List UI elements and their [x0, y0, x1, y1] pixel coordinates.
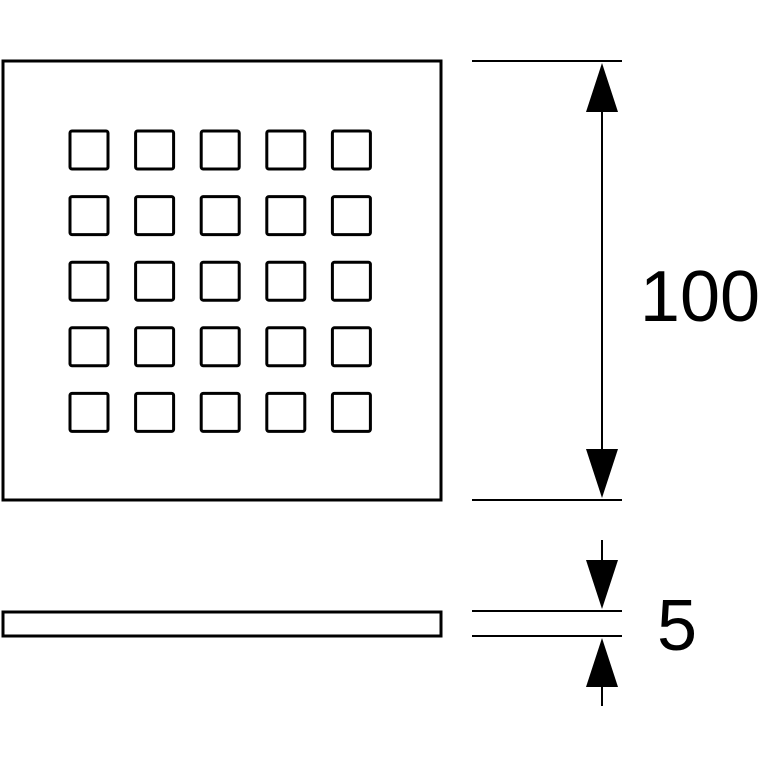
grate-slot [134, 195, 176, 237]
grate-slot [134, 260, 176, 302]
grate-slot [199, 195, 241, 237]
grate-slot [330, 129, 372, 171]
grate-slot [199, 260, 241, 302]
grate-slot [68, 195, 110, 237]
grate-plate-side-view [1, 610, 443, 638]
thickness-dimension-label: 5 [657, 586, 697, 666]
grate-slot [330, 391, 372, 433]
slot-grid [68, 129, 372, 433]
grate-slot [199, 391, 241, 433]
grate-slot [199, 129, 241, 171]
arrow-down-icon [586, 560, 618, 609]
height-dimension-label: 100 [640, 257, 760, 337]
grate-slot [265, 260, 307, 302]
grate-slot [68, 129, 110, 171]
grate-plate-top-view [1, 59, 443, 502]
arrow-up-icon [586, 638, 618, 687]
grate-slot [68, 260, 110, 302]
grate-slot [330, 260, 372, 302]
grate-slot [330, 326, 372, 368]
grate-slot [199, 326, 241, 368]
grate-slot [68, 326, 110, 368]
arrow-down-icon [586, 449, 618, 498]
grate-slot [265, 129, 307, 171]
grate-slot [68, 391, 110, 433]
grate-slot [330, 195, 372, 237]
height-dimension: 100 [472, 60, 760, 501]
grate-slot [134, 391, 176, 433]
grate-slot [265, 391, 307, 433]
grate-slot [134, 129, 176, 171]
grate-slot [265, 195, 307, 237]
arrow-up-icon [586, 63, 618, 112]
grate-slot [134, 326, 176, 368]
grate-slot [265, 326, 307, 368]
thickness-dimension: 5 [472, 540, 697, 706]
